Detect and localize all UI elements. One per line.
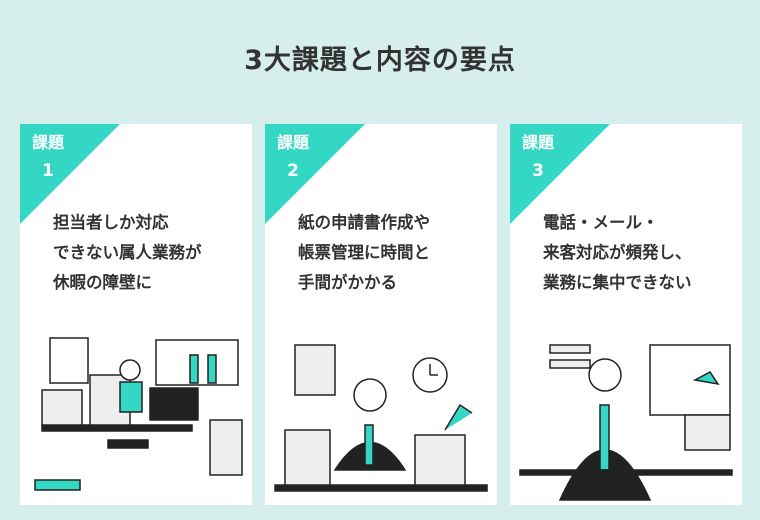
description-line: 業務に集中できない	[543, 273, 692, 292]
description-line: 電話・メール・	[543, 213, 659, 232]
issue-description: 電話・メール・ 来客対応が頻発し、 業務に集中できない	[543, 208, 692, 298]
issue-tag-label: 課題	[522, 133, 555, 152]
description-line: 休暇の障壁に	[53, 273, 152, 292]
paperwork-illustration	[274, 344, 488, 492]
corner-ribbon	[510, 124, 610, 224]
issue-tag-label: 課題	[277, 133, 310, 152]
description-line: 帳票管理に時間と	[298, 243, 430, 262]
page-title: 3大課題と内容の要点	[244, 45, 516, 76]
issue-tag: 課題 3	[522, 132, 554, 182]
issue-tag-label: 課題	[32, 133, 65, 152]
description-line: 手間がかかる	[298, 273, 397, 292]
phone-call-illustration	[519, 344, 733, 501]
issue-card-3: 課題 3 電話・メール・ 来客対応が頻発し、 業務に集中できない	[510, 124, 742, 505]
issue-number: 3	[532, 161, 544, 181]
corner-ribbon	[265, 124, 365, 224]
issue-card-2: 課題 2 紙の申請書作成や 帳票管理に時間と 手間がかかる	[265, 124, 497, 505]
description-line: 紙の申請書作成や	[298, 213, 430, 232]
description-line: 来客対応が頻発し、	[543, 243, 692, 262]
busy-desk-illustration	[34, 337, 243, 491]
issue-card-1: 課題 1 担当者しか対応 できない属人業務が 休暇の障壁に	[20, 124, 252, 505]
issue-description: 担当者しか対応 できない属人業務が 休暇の障壁に	[53, 208, 202, 298]
description-line: 担当者しか対応	[53, 213, 169, 232]
issue-number: 1	[42, 161, 54, 181]
issue-tag: 課題 1	[32, 132, 64, 182]
description-line: できない属人業務が	[53, 243, 202, 262]
corner-ribbon	[20, 124, 120, 224]
issue-tag: 課題 2	[277, 132, 309, 182]
issue-description: 紙の申請書作成や 帳票管理に時間と 手間がかかる	[298, 208, 430, 298]
issue-number: 2	[287, 161, 299, 181]
